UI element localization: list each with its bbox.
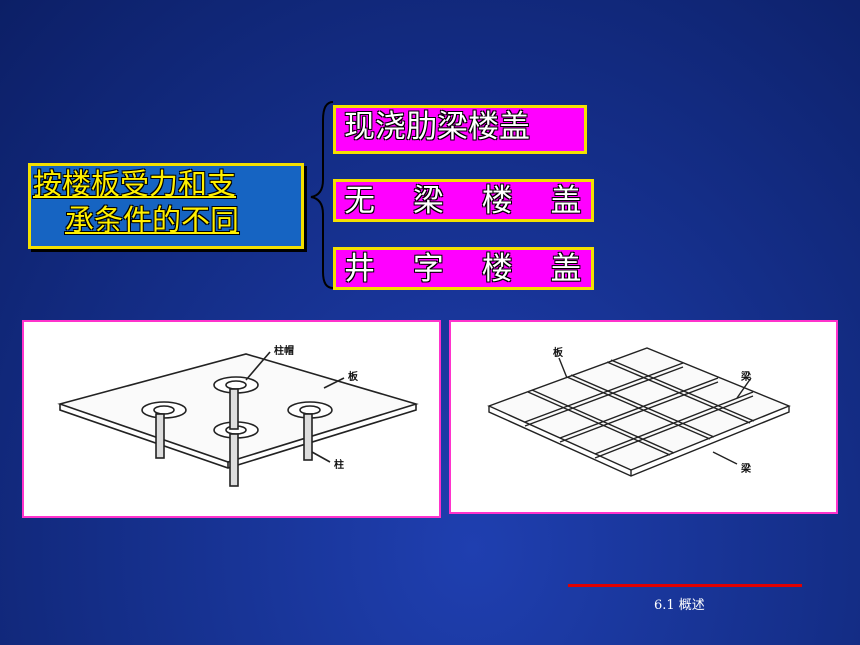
category-grid-beam-slab: 井 字 楼 盖 [333,247,594,290]
grid-beam-drawing [487,347,791,477]
label-beam: 梁 [741,372,751,383]
root-label-line2: 承条件的不同 [65,203,240,237]
category-label: 井 字 楼 盖 [344,251,596,287]
category-beamless-slab: 无 梁 楼 盖 [333,179,594,222]
label-slab: 板 [553,348,563,359]
category-label: 无 梁 楼 盖 [344,183,596,219]
curly-brace-connector [310,101,334,289]
flat-slab-drawing [57,351,419,487]
classification-root-box: 按楼板受力和支 承条件的不同 [28,163,304,249]
footer-divider [568,584,802,587]
root-label-line1: 按楼板受力和支 [33,167,237,201]
category-label: 现浇肋梁楼盖 [344,109,530,145]
label-column: 柱 [334,460,344,471]
label-beam: 梁 [741,464,751,475]
section-footer: 6.1 概述 [654,598,705,613]
flat-slab-figure: 柱帽 板 柱 [22,320,441,518]
grid-beam-slab-figure: 板 梁 梁 [449,320,838,514]
label-slab: 板 [348,372,358,383]
label-column-cap: 柱帽 [274,346,294,357]
category-ribbed-slab: 现浇肋梁楼盖 [333,105,587,154]
